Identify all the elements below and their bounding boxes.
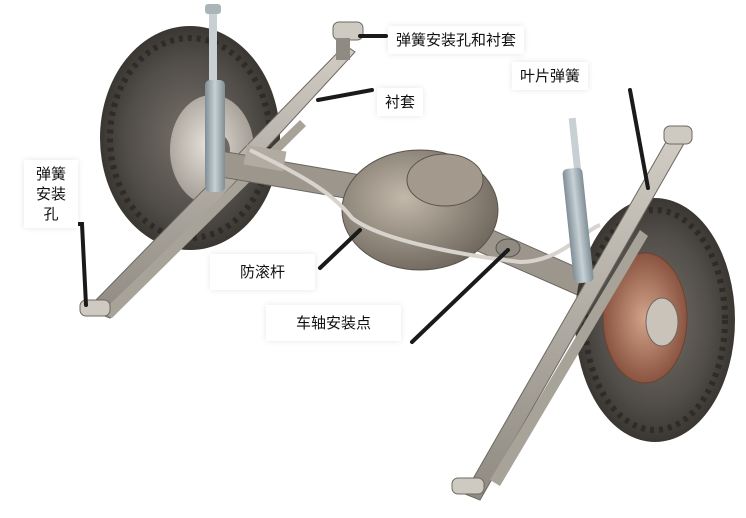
label-anti-roll-bar: 防滚杆 (210, 254, 316, 290)
anti-roll-bar (249, 148, 601, 265)
right-leaf-spring (451, 125, 693, 501)
leader-line-leaf-spring (628, 88, 650, 190)
right-hub-center (645, 297, 679, 347)
label-spring-mount-hole-line-3: 孔 (43, 205, 59, 223)
right-tire-tread (582, 207, 728, 433)
label-spring-mount-hole-line-2: 安装 (35, 185, 66, 203)
right-spring-front-eye (451, 477, 485, 495)
differential-cover (406, 153, 484, 207)
label-spring-mount-hole-line-1: 弹簧 (35, 165, 66, 183)
axle-mount-bracket (495, 238, 521, 258)
label-axle-mount-point: 车轴安装点 (266, 305, 402, 341)
left-shock-top-mount (205, 4, 221, 14)
label-leaf-spring: 叶片弹簧 (512, 62, 589, 90)
label-spring-mount-hole: 弹簧 安装 孔 (24, 160, 78, 228)
leader-line-anti-roll-bar (318, 228, 362, 270)
leader-line-spring-mount-hole (24, 222, 88, 307)
right-spring-rear-eye (663, 125, 693, 145)
left-shock-rod (209, 8, 217, 88)
right-wheel (575, 198, 735, 442)
right-leaf-spring-lower (490, 230, 648, 486)
label-spring-mount-hole-and-bushing: 弹簧安装孔和衬套 (388, 26, 525, 54)
right-shock-absorber (562, 117, 594, 284)
left-shock-absorber (205, 4, 225, 192)
label-bushing: 衬套 (377, 88, 424, 116)
right-shock-rod (568, 117, 582, 179)
right-shock-body (562, 167, 594, 284)
right-brake-disc (602, 252, 688, 384)
leader-line-bushing (316, 88, 374, 102)
left-spring-shackle (336, 38, 350, 60)
left-shock-body (205, 80, 225, 192)
leader-line-axle-mount-point (410, 248, 510, 344)
